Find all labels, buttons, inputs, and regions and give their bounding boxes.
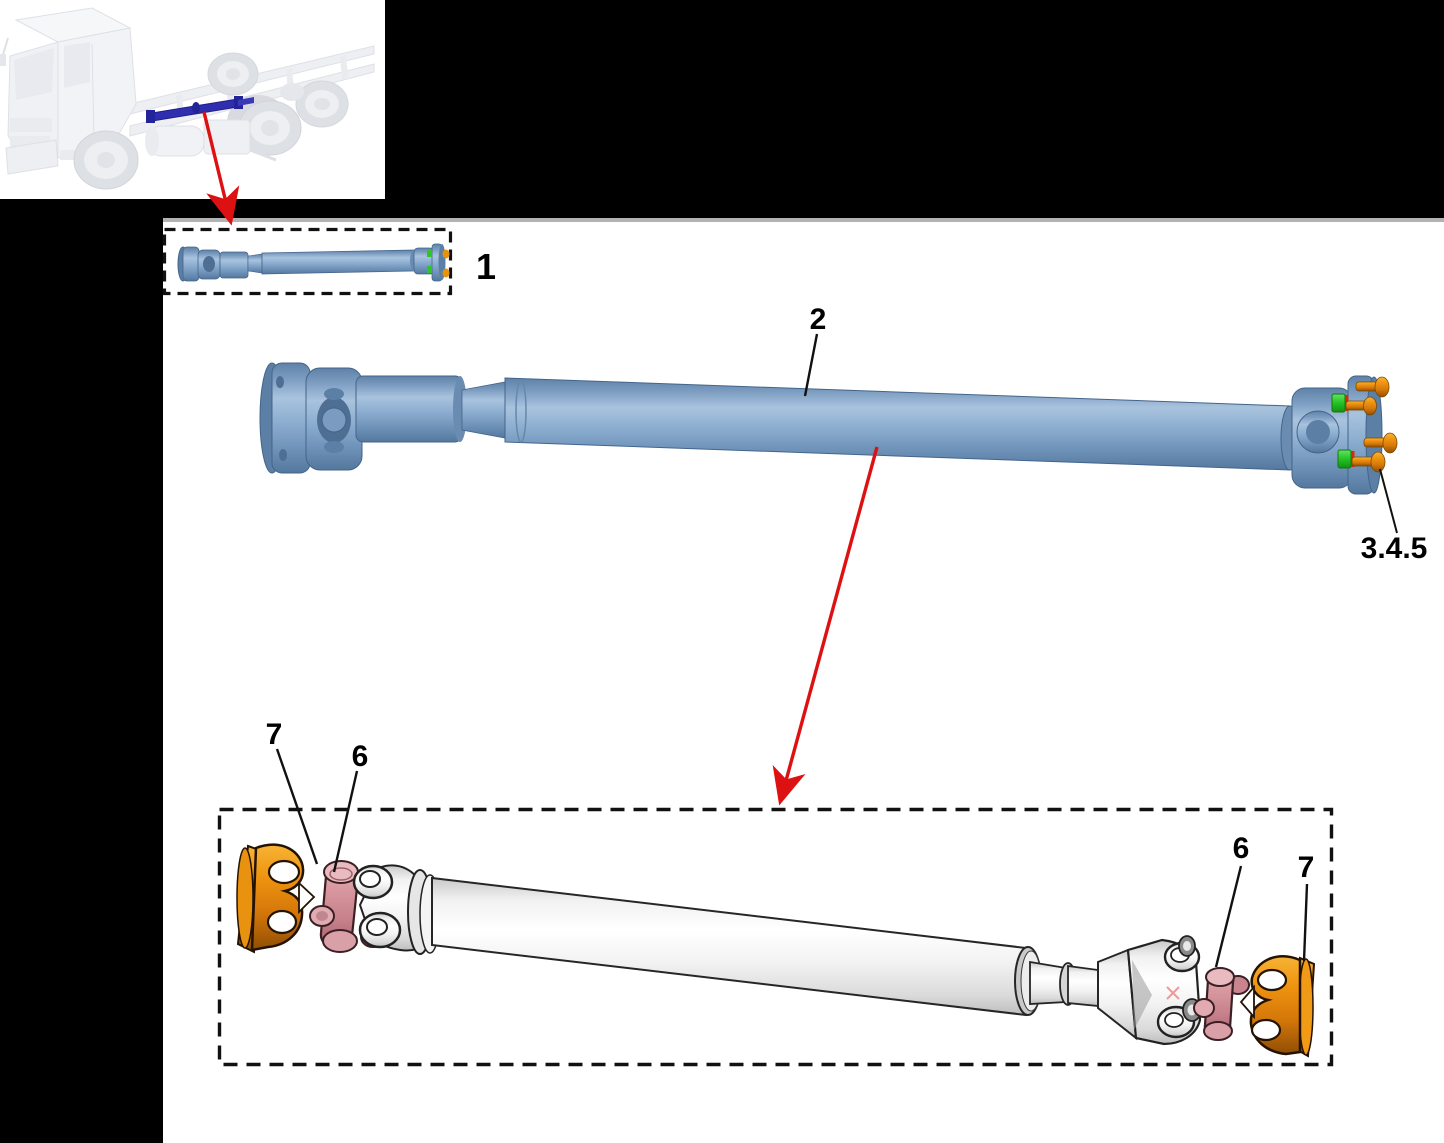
illustration-panel (163, 218, 1444, 1143)
callout-6-left: 6 (351, 740, 369, 773)
callout-1: 1 (475, 246, 497, 287)
callout-7-left: 7 (265, 718, 283, 751)
callout-2: 2 (809, 303, 827, 336)
callout-6-right: 6 (1232, 832, 1250, 865)
callout-7-right: 7 (1297, 851, 1315, 884)
callout-3-4-5: 3.4.5 (1360, 532, 1428, 565)
truck-location-panel (0, 0, 385, 199)
